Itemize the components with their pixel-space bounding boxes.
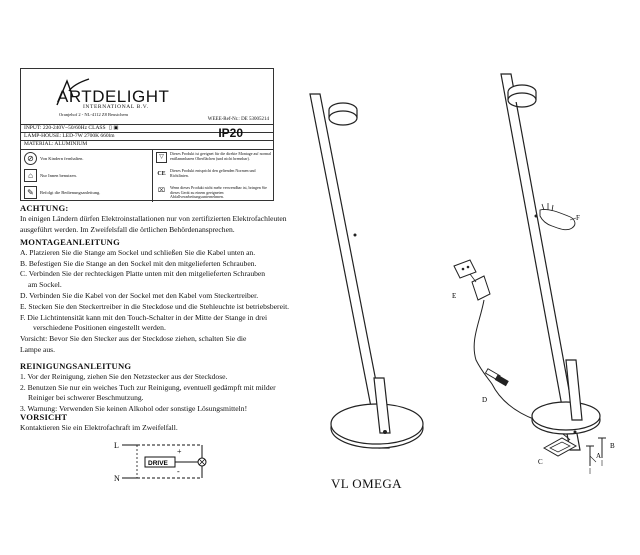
logo-swoosh-icon xyxy=(56,78,90,106)
symbol-row: ⊘ Von Kindern fernhalten. xyxy=(21,150,152,167)
minus-label: - xyxy=(177,467,180,476)
brand-name: ARTDELIGHT xyxy=(57,87,170,106)
assembly-line: Lampe aus. xyxy=(20,344,56,354)
assembly-line: F. Die Lichtintensität kann mit den Touc… xyxy=(20,312,268,322)
assembly-line: C. Verbinden Sie der rechteckigen Platte… xyxy=(20,269,266,279)
assembly-line: am Sockel. xyxy=(28,280,62,290)
label-e: E xyxy=(452,292,456,300)
symbol-row: ⌂ Nur Innen benutzen. xyxy=(21,167,152,184)
model-name: VL OMEGA xyxy=(331,476,402,491)
assembly-line: B. Befestigen Sie die Stange an den Sock… xyxy=(20,258,257,268)
assembly-line: E. Stecken Sie den Steckertreiber in die… xyxy=(20,301,290,311)
spec-lamp-house: LAMP-HOUSE: LED-7W 2700K 660lm xyxy=(21,132,273,140)
cleaning-line: 1. Vor der Reinigung, ziehen Sie den Net… xyxy=(20,371,228,381)
assembly-section: MONTAGEANLEITUNG A. Platzieren Sie die S… xyxy=(20,237,289,356)
warning-line: ausgeführt werden. Im Zweifelsfall die ö… xyxy=(20,224,235,234)
weee-bin-icon: ⌧ xyxy=(158,188,165,195)
assembly-line: A. Platzieren Sie die Stange am Sockel u… xyxy=(20,247,256,257)
indoor-house-icon: ⌂ xyxy=(24,169,37,182)
flammable-surface-icon: ▽ xyxy=(156,152,167,163)
no-children-icon: ⊘ xyxy=(24,152,37,165)
brand-logo: ARTDELIGHT INTERNATIONAL B.V. Oranjehof … xyxy=(21,69,273,124)
cleaning-line: 3. Warnung: Verwenden Sie keinen Alkohol… xyxy=(20,404,248,414)
caution-heading: VORSICHT xyxy=(20,412,68,422)
driver-label: DRIVE xyxy=(148,460,169,467)
label-b: B xyxy=(610,442,615,450)
live-label: L xyxy=(114,441,119,450)
symbol-row: ✎ Befolgt die Bedienungsanleitung. xyxy=(21,184,152,201)
caution-section: VORSICHT Kontaktieren Sie ein Elektrofac… xyxy=(20,412,178,434)
warning-section: ACHTUNG: In einigen Ländern dürfen Elekt… xyxy=(20,203,287,235)
caution-line: Kontaktieren Sie ein Elektrofachraft im … xyxy=(20,422,178,432)
note-row: ▽ Dieses Produkt ist geeignet für die di… xyxy=(153,150,274,167)
brand-subtitle: INTERNATIONAL B.V. xyxy=(83,104,149,110)
notes-column: ▽ Dieses Produkt ist geeignet für die di… xyxy=(153,149,274,202)
screw-icon xyxy=(598,437,606,458)
cleaning-heading: REINIGUNGSANLEITUNG xyxy=(20,361,132,371)
assembly-heading: MONTAGEANLEITUNG xyxy=(20,237,120,247)
screw-icon xyxy=(586,445,597,466)
spec-material: MATERIAL: ALUMINIUM xyxy=(21,140,273,148)
cable-connector-icon xyxy=(484,368,509,387)
assembly-line: verschiedene Positionen eingestellt werd… xyxy=(33,323,166,333)
wall-socket-icon xyxy=(453,259,477,279)
cleaning-line: 2. Benutzen Sie nur ein weiches Tuch zur… xyxy=(20,382,276,392)
assembly-line: Vorsicht: Bevor Sie den Stecker aus der … xyxy=(20,334,247,344)
note-row: CE Dieses Produkt entspricht den geltend… xyxy=(153,167,274,184)
mounting-plate-icon xyxy=(542,437,578,457)
label-c: C xyxy=(538,458,543,466)
warning-line: In einigen Ländern dürfen Elektroinstall… xyxy=(20,213,287,223)
ce-mark-icon: CE xyxy=(157,171,166,178)
wiring-diagram: L N DRIVE + - xyxy=(114,441,207,483)
cleaning-section: REINIGUNGSANLEITUNG 1. Vor der Reinigung… xyxy=(20,361,276,415)
weee-ref: WEEE-Ref-Nr.: DE 53005214 xyxy=(207,117,269,122)
warning-heading: ACHTUNG: xyxy=(20,203,69,213)
touch-hand-icon xyxy=(539,203,576,231)
label-f: F xyxy=(576,214,580,222)
class-ii-icon: ▯ ▣ xyxy=(108,125,119,131)
assembly-line: D. Verbinden Sie die Kabel von der Socke… xyxy=(20,290,259,300)
read-manual-icon: ✎ xyxy=(24,186,37,199)
neutral-label: N xyxy=(114,474,120,483)
spec-input: INPUT: 220-240V~50/60Hz CLASS ▯ ▣ xyxy=(21,124,273,132)
ip-rating: IP20 xyxy=(218,126,243,140)
plus-label: + xyxy=(177,447,182,456)
note-row: ⌧ Wenn dieses Produkt nicht mehr verwend… xyxy=(153,184,274,201)
brand-address: Oranjehof 2 - NL-4112 Z8 Beusichem xyxy=(59,112,128,117)
lamp-front-view xyxy=(309,93,424,449)
lamp-assembly-view: F E D C A B xyxy=(452,73,615,474)
cleaning-line: Reiniger bei schwerer Beschmutzung. xyxy=(28,393,144,403)
symbol-column: ⊘ Von Kindern fernhalten. ⌂ Nur Innen be… xyxy=(21,149,153,202)
power-adapter-icon xyxy=(469,273,491,301)
label-a: A xyxy=(596,452,601,460)
product-label: ARTDELIGHT INTERNATIONAL B.V. Oranjehof … xyxy=(20,68,274,202)
label-d: D xyxy=(482,396,487,404)
